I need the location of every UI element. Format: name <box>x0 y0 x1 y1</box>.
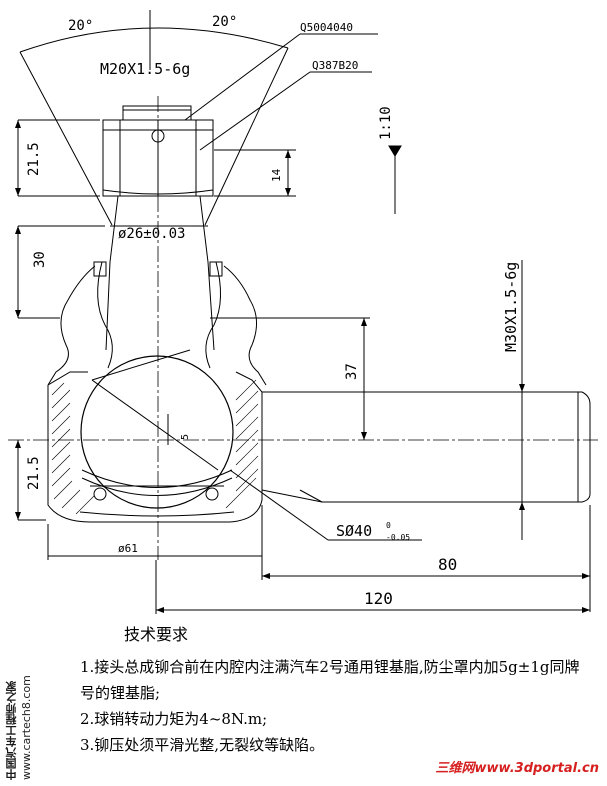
dim-21-5-bottom-label: 21.5 <box>26 456 42 490</box>
sidebar-url: www.cartech8.com <box>20 675 33 780</box>
angle-left-label: 20° <box>68 18 93 34</box>
sphere-tol-upper: 0 <box>386 521 391 530</box>
notes-heading: 技术要求 <box>124 625 189 644</box>
dim-80-label: 80 <box>438 555 457 574</box>
technical-drawing: 20° 20° Q5004040 Q387B20 M20X1.5-6g ø26±… <box>8 10 598 614</box>
sidebar-title: 中国汽车工程师之家 <box>5 681 18 780</box>
dim-37-label: 37 <box>344 363 360 380</box>
technical-requirements: 技术要求 1.接头总成铆合前在内腔内注满汽车2号通用锂基脂,防尘罩内加5g±1g… <box>80 622 580 758</box>
note-item-3: 3.铆压处须平滑光整,无裂纹等缺陷。 <box>80 736 325 754</box>
thread-top-label: M20X1.5-6g <box>100 60 190 78</box>
dim-120-label: 120 <box>364 589 393 608</box>
watermark: 三维网www.3dportal.cn <box>435 761 599 776</box>
dia-61-label: ø61 <box>118 542 138 555</box>
dim-5-label: 5 <box>180 434 191 440</box>
part-number-b: Q387B20 <box>312 59 358 72</box>
dim-30-label: 30 <box>32 251 48 268</box>
dim-14-label: 14 <box>270 168 283 182</box>
part-number-a: Q5004040 <box>300 21 353 34</box>
note-item-2: 2.球销转动力矩为4~8N.m; <box>80 710 268 728</box>
sphere-diameter-label: SØ40 <box>336 522 372 540</box>
note-item-1: 1.接头总成铆合前在内腔内注满汽车2号通用锂基脂,防尘罩内加5g±1g同牌 <box>80 658 580 676</box>
taper-label: 1:10 <box>378 106 394 140</box>
dia-26-label: ø26±0.03 <box>118 226 185 242</box>
sphere-tol-lower: -0.05 <box>386 533 410 542</box>
note-item-1-continued: 号的锂基脂; <box>80 684 161 702</box>
dim-21-5-top-label: 21.5 <box>26 142 42 176</box>
thread-side-label: M30X1.5-6g <box>502 262 520 352</box>
angle-right-label: 20° <box>212 14 237 30</box>
sidebar-credit: 中国汽车工程师之家 www.cartech8.com <box>4 638 34 780</box>
